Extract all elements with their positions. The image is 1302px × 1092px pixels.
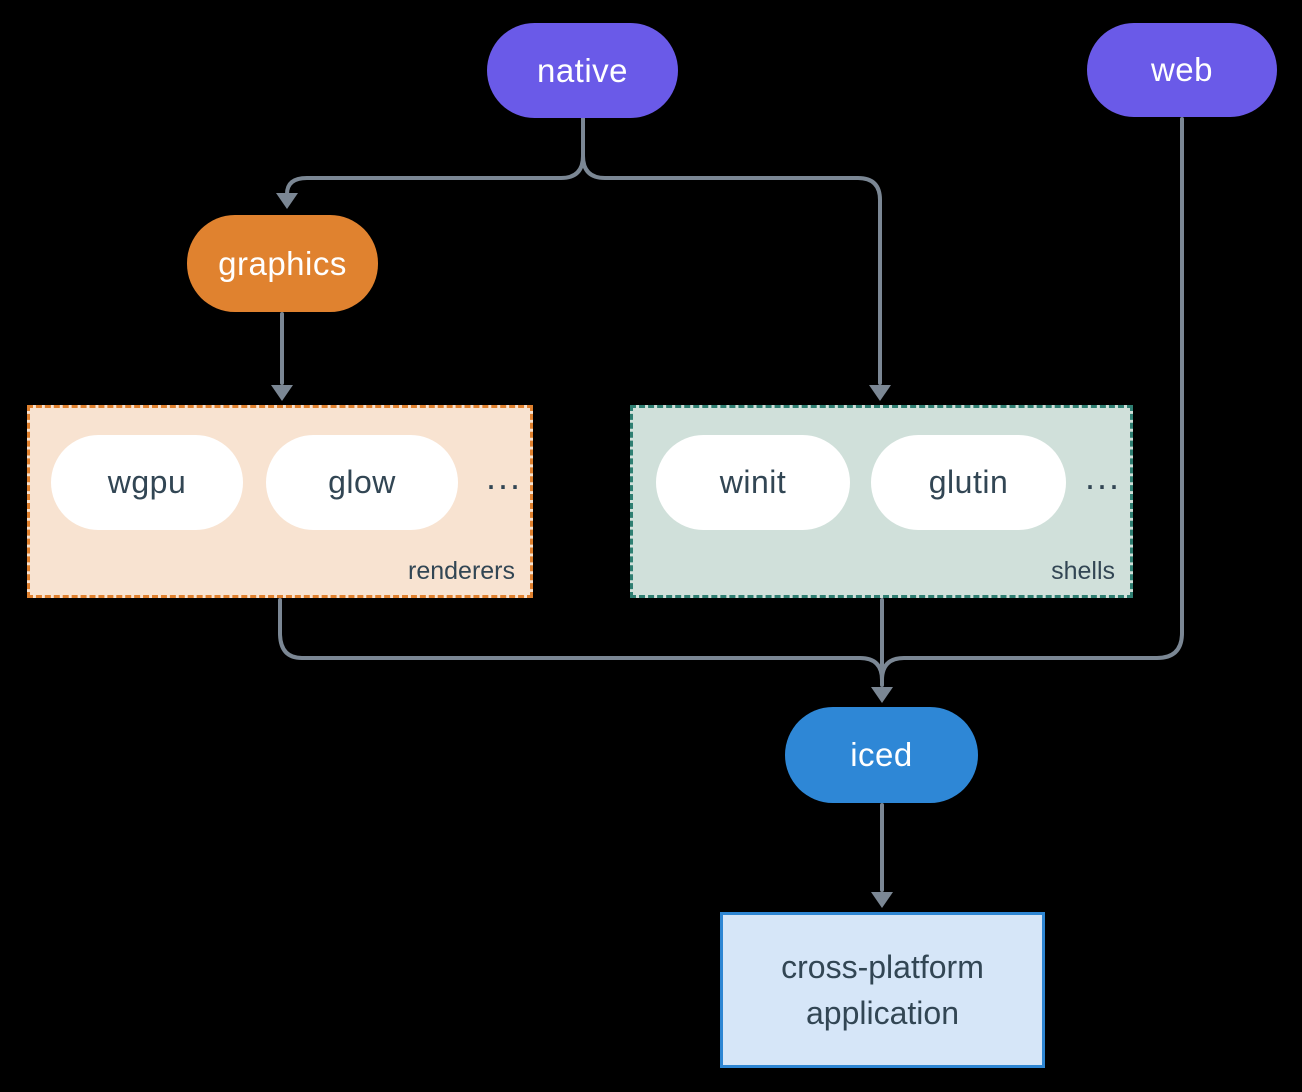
- arrowhead-application: [871, 892, 893, 908]
- pill-wgpu: wgpu: [51, 435, 243, 530]
- group-shells: winit glutin ... shells: [630, 405, 1133, 598]
- node-application-label-line1: cross-platform: [781, 949, 984, 985]
- node-iced: iced: [785, 707, 978, 803]
- edge-web-to-iced: [880, 117, 1184, 682]
- renderers-ellipsis: ...: [485, 456, 522, 497]
- group-renderers-label: renderers: [408, 557, 515, 585]
- node-iced-label: iced: [850, 736, 913, 773]
- edge-native-to-graphics: [285, 154, 585, 196]
- node-web-label: web: [1150, 51, 1214, 88]
- pill-winit-label: winit: [719, 464, 787, 500]
- edge-native-to-shells: [581, 154, 882, 385]
- arrowhead-renderers: [271, 385, 293, 401]
- pill-glow: glow: [266, 435, 458, 530]
- node-native: native: [487, 23, 678, 118]
- node-native-label: native: [536, 51, 629, 89]
- pill-glow-label: glow: [328, 464, 396, 500]
- pill-glutin: glutin: [871, 435, 1066, 530]
- arrowhead-shells: [869, 385, 891, 401]
- arrowhead-iced: [871, 687, 893, 703]
- edge-renderers-to-iced: [278, 598, 884, 682]
- node-application: cross-platform application: [720, 912, 1045, 1068]
- group-shells-label: shells: [1051, 557, 1115, 585]
- pill-winit: winit: [656, 435, 850, 530]
- node-application-label-line2: application: [806, 995, 959, 1031]
- arrowhead-graphics: [276, 193, 298, 209]
- node-web: web: [1087, 23, 1277, 117]
- group-renderers: wgpu glow ... renderers: [27, 405, 533, 598]
- pill-wgpu-label: wgpu: [107, 464, 187, 500]
- node-graphics-label: graphics: [218, 244, 347, 282]
- node-graphics: graphics: [187, 215, 378, 312]
- pill-glutin-label: glutin: [928, 464, 1009, 500]
- shells-ellipsis: ...: [1084, 456, 1121, 497]
